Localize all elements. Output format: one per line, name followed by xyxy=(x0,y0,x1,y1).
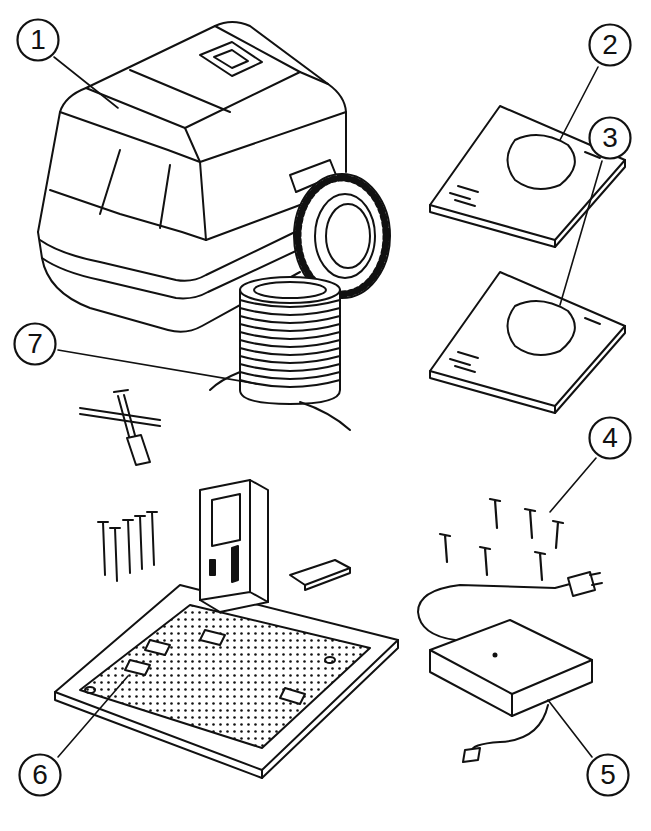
callout-number: 3 xyxy=(602,124,618,152)
callout-number: 5 xyxy=(600,761,616,789)
callout-circle: 2 xyxy=(588,23,632,67)
callout-number: 4 xyxy=(602,424,618,452)
callout-circle: 5 xyxy=(586,753,630,797)
wrench-drawing xyxy=(80,390,160,465)
leader-line xyxy=(54,57,602,757)
mower-drawing xyxy=(38,22,390,332)
callout-circle: 3 xyxy=(588,116,632,160)
wire-spool-drawing xyxy=(210,277,350,430)
charging-station-drawing xyxy=(55,480,398,778)
manual-drawing xyxy=(430,272,625,413)
callout-circle: 4 xyxy=(588,416,632,460)
callout-number: 6 xyxy=(32,761,48,789)
callout-number: 1 xyxy=(30,26,46,54)
callout-number: 2 xyxy=(602,31,618,59)
callout-circle: 7 xyxy=(13,322,57,366)
callout-number: 7 xyxy=(27,330,43,358)
callout-circle: 1 xyxy=(16,18,60,62)
pegs-drawing xyxy=(440,499,563,580)
power-supply-drawing xyxy=(418,572,602,762)
callout-circle: 6 xyxy=(18,753,62,797)
